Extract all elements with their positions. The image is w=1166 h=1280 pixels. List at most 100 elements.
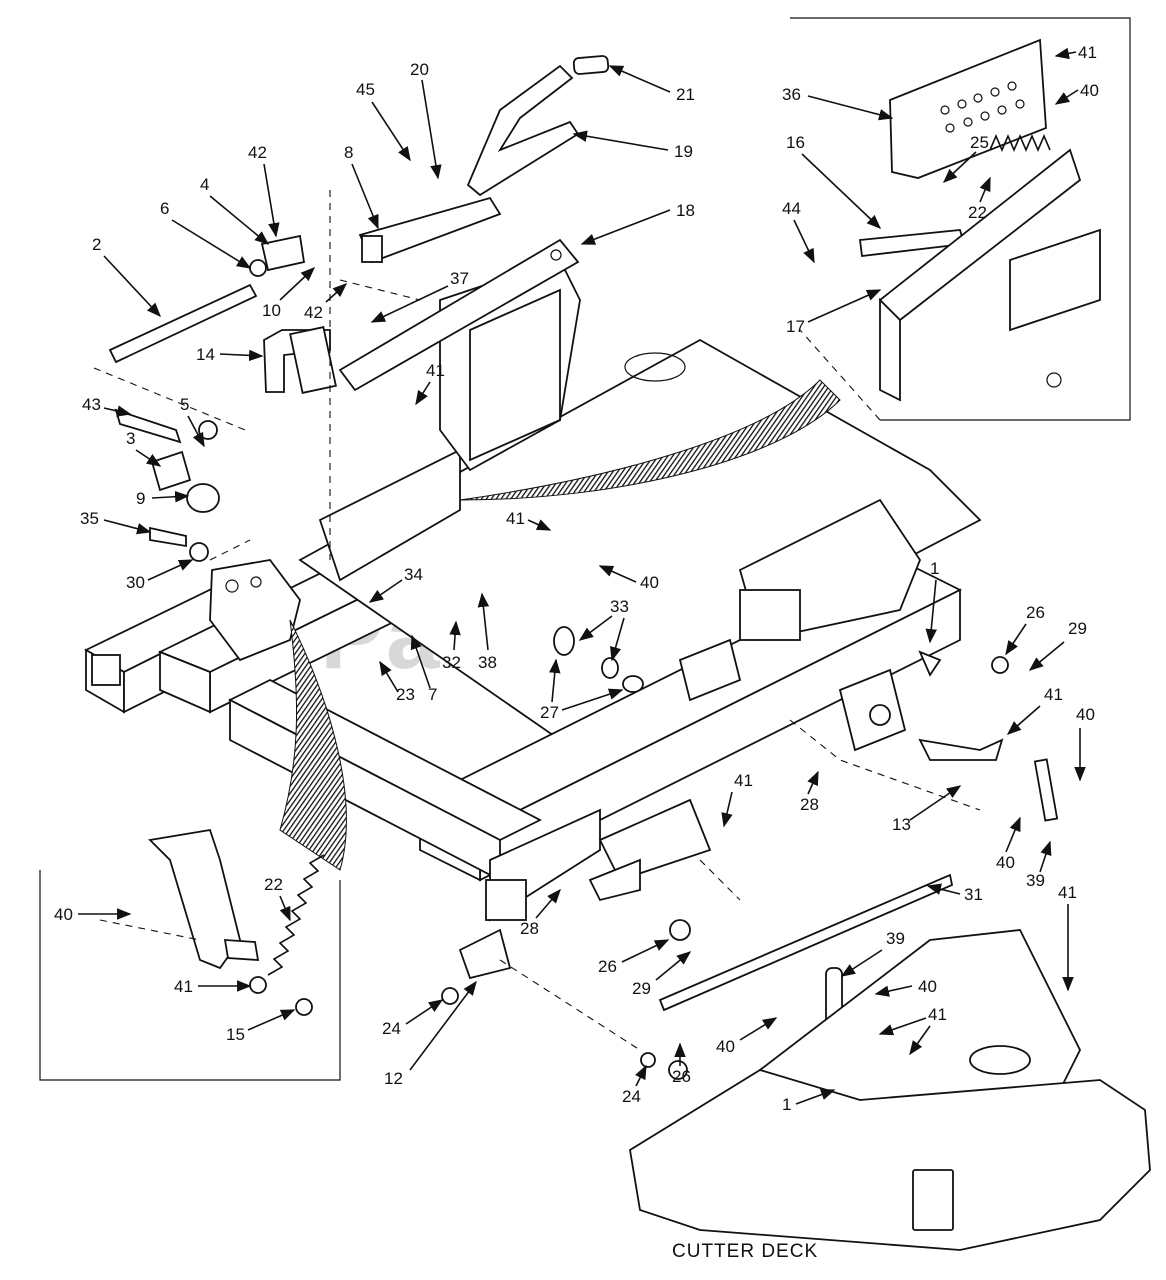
callout-18: 18	[580, 201, 695, 245]
callouts: 20 21 45 19 42 8 4 6 18 2 10 42 37 14 41…	[54, 43, 1099, 1114]
svg-text:41: 41	[928, 1005, 947, 1024]
callout-22-bottom: 22	[264, 875, 291, 922]
svg-text:8: 8	[344, 143, 353, 162]
svg-text:16: 16	[786, 133, 805, 152]
callout-39-right: 39	[1026, 840, 1052, 890]
callout-7: 7	[410, 634, 437, 704]
svg-text:44: 44	[782, 199, 801, 218]
svg-text:14: 14	[196, 345, 215, 364]
callout-15: 15	[226, 1009, 296, 1044]
svg-text:7: 7	[428, 685, 437, 704]
svg-text:39: 39	[1026, 871, 1045, 890]
svg-text:3: 3	[126, 429, 135, 448]
svg-text:18: 18	[676, 201, 695, 220]
svg-text:29: 29	[632, 979, 651, 998]
callout-17: 17	[786, 289, 882, 336]
svg-text:5: 5	[180, 395, 189, 414]
callout-45: 45	[356, 80, 411, 162]
svg-text:38: 38	[478, 653, 497, 672]
svg-text:34: 34	[404, 565, 423, 584]
callout-28-left: 28	[520, 888, 561, 938]
callout-36: 36	[782, 85, 894, 121]
svg-text:40: 40	[918, 977, 937, 996]
main-frame	[84, 258, 982, 922]
callout-16: 16	[786, 133, 882, 229]
callout-3: 3	[126, 429, 162, 467]
svg-text:41: 41	[1058, 883, 1077, 902]
callout-40-c: 40	[1074, 705, 1095, 782]
callout-44: 44	[782, 199, 815, 264]
callout-8: 8	[344, 143, 379, 230]
callout-35: 35	[80, 509, 152, 535]
callout-23: 23	[379, 660, 415, 704]
svg-text:36: 36	[782, 85, 801, 104]
svg-text:10: 10	[262, 301, 281, 320]
callout-38: 38	[477, 592, 497, 672]
callout-41-b: 41	[506, 509, 552, 531]
svg-text:17: 17	[786, 317, 805, 336]
svg-text:22: 22	[264, 875, 283, 894]
svg-text:1: 1	[782, 1095, 791, 1114]
svg-text:41: 41	[174, 977, 193, 996]
svg-text:40: 40	[1080, 81, 1099, 100]
callout-41-a: 41	[415, 361, 445, 406]
svg-text:43: 43	[82, 395, 101, 414]
svg-text:32: 32	[442, 653, 461, 672]
detail-leader-upper	[459, 379, 841, 501]
svg-text:22: 22	[968, 203, 987, 222]
callout-40-b: 40	[1054, 81, 1099, 105]
svg-text:13: 13	[892, 815, 911, 834]
callout-4: 4	[200, 175, 270, 245]
svg-text:26: 26	[598, 957, 617, 976]
diagram-caption: CUTTER DECK	[672, 1241, 818, 1262]
svg-text:12: 12	[384, 1069, 403, 1088]
svg-text:28: 28	[520, 919, 539, 938]
detail-upper-right	[790, 17, 1131, 421]
callout-30: 30	[126, 559, 194, 592]
callout-40-d: 40	[996, 816, 1021, 872]
callout-27: 27	[540, 658, 624, 722]
callout-40-a: 40	[598, 565, 659, 592]
callout-24-left: 24	[382, 999, 444, 1038]
callout-2: 2	[92, 235, 161, 318]
callout-26-right: 26	[1005, 603, 1045, 656]
callout-20: 20	[410, 60, 442, 180]
callout-39-center: 39	[840, 929, 905, 977]
svg-text:42: 42	[304, 303, 323, 322]
callout-1-lower: 1	[782, 1089, 836, 1114]
svg-text:41: 41	[734, 771, 753, 790]
callout-42-mid: 42	[304, 283, 348, 322]
callout-41-g: 41	[174, 977, 252, 996]
callout-26-lower: 26	[672, 1042, 691, 1086]
callout-40-g: 40	[716, 1017, 778, 1056]
callout-42-top: 42	[248, 143, 280, 238]
svg-text:2: 2	[92, 235, 101, 254]
svg-text:4: 4	[200, 175, 209, 194]
callout-41-e: 41	[721, 771, 753, 828]
svg-text:31: 31	[964, 885, 983, 904]
svg-text:20: 20	[410, 60, 429, 79]
svg-text:40: 40	[1076, 705, 1095, 724]
callout-26-center: 26	[598, 939, 670, 976]
svg-text:37: 37	[450, 269, 469, 288]
callout-9: 9	[136, 489, 190, 508]
callout-24-center: 24	[622, 1064, 647, 1106]
svg-text:27: 27	[540, 703, 559, 722]
callout-37: 37	[370, 269, 469, 323]
callout-34: 34	[368, 565, 423, 603]
svg-text:33: 33	[610, 597, 629, 616]
callout-25: 25	[942, 133, 989, 183]
callout-14: 14	[196, 345, 264, 364]
svg-text:28: 28	[800, 795, 819, 814]
svg-text:24: 24	[622, 1087, 641, 1106]
callout-28-right: 28	[800, 770, 819, 814]
svg-text:19: 19	[674, 142, 693, 161]
callout-29-center: 29	[632, 951, 692, 998]
svg-text:35: 35	[80, 509, 99, 528]
svg-text:39: 39	[886, 929, 905, 948]
callout-41-d: 41	[1006, 685, 1063, 735]
svg-text:40: 40	[640, 573, 659, 592]
callout-5: 5	[180, 395, 205, 448]
callout-41-h: 41	[878, 1005, 947, 1056]
